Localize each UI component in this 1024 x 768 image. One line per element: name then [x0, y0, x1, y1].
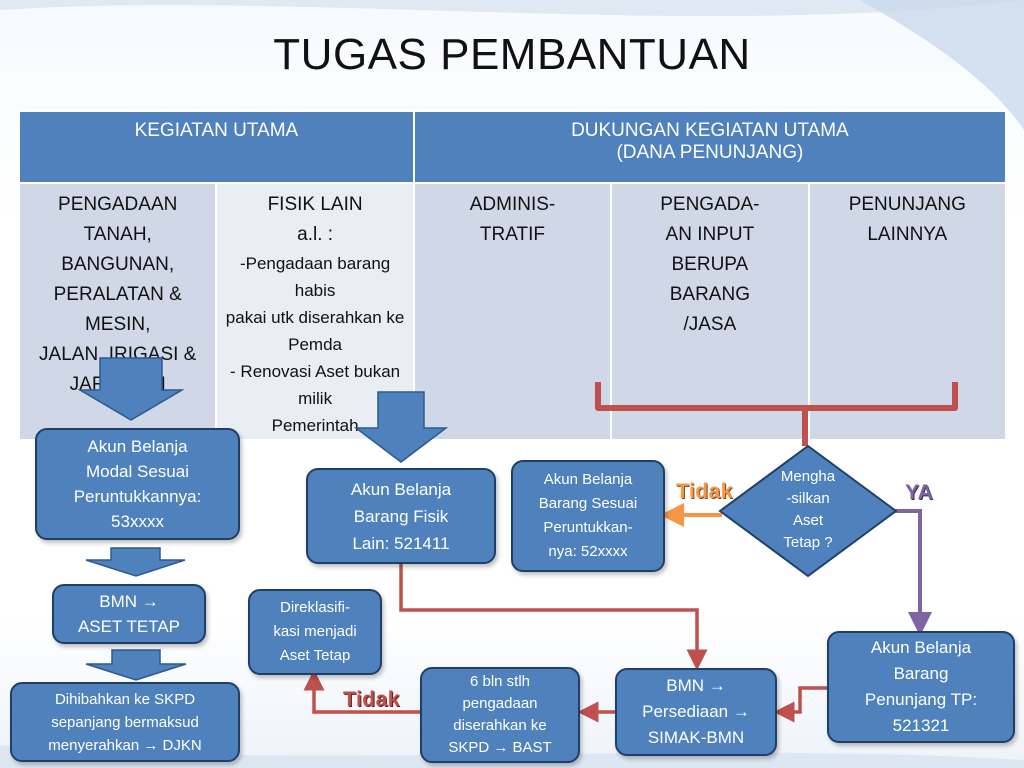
- slide-title: TUGAS PEMBANTUAN: [273, 30, 751, 79]
- box-akun-belanja-barang: Akun Belanja Barang Sesuai Peruntukkan- …: [511, 460, 665, 572]
- box-enam-bulan: 6 bln stlh pengadaan diserahkan ke SKPD …: [420, 667, 580, 763]
- cell-pengadaan-tanah: PENGADAAN TANAH, BANGUNAN, PERALATAN & M…: [17, 182, 218, 441]
- label-tidak-bottom: Tidak: [343, 688, 400, 711]
- box-akun-belanja-fisik: Akun Belanja Barang Fisik Lain: 521411: [306, 468, 496, 564]
- header-kegiatan-utama: KEGIATAN UTAMA: [18, 110, 415, 184]
- box-bmn-aset-tetap: BMN → ASET TETAP: [52, 584, 206, 644]
- arrow-penunjang-persediaan: [773, 686, 828, 723]
- cell-penunjang-lainnya: PENUNJANG LAINNYA: [807, 182, 1008, 441]
- label-tidak-top: Tidak: [676, 480, 733, 503]
- decision-label: Mengha -silkan Aset Tetap ?: [780, 468, 836, 551]
- cell-pengadaan-input: PENGADA- AN INPUT BERUPA BARANG /JASA: [610, 182, 810, 441]
- fisik-lain-title: FISIK LAIN: [267, 194, 363, 215]
- header-dukungan-line1: DUKUNGAN KEGIATAN UTAMA: [571, 120, 849, 141]
- box-akun-belanja-penunjang: Akun Belanja Barang Penunjang TP: 521321: [827, 631, 1015, 743]
- support-bracket: [595, 382, 958, 446]
- down-arrow-fisik: [353, 391, 449, 463]
- fisik-lain-detail: -Pengadaan barang habis pakai utk disera…: [225, 254, 405, 435]
- cell-administratif: ADMINIS- TRATIF: [412, 182, 613, 441]
- arrow-6bln-reklas: [303, 669, 420, 714]
- box-direklasifikasi: Direklasifi- kasi menjadi Aset Tetap: [248, 589, 382, 675]
- activity-table: KEGIATAN UTAMA DUKUNGAN KEGIATAN UTAMA (…: [17, 110, 1008, 441]
- header-dukungan-line2: (DANA PENUNJANG): [616, 142, 804, 163]
- down-arrow-modal: [77, 357, 185, 421]
- arrow-ya-purple: [893, 509, 932, 636]
- decision-diamond: [718, 444, 898, 578]
- header-dukungan: DUKUNGAN KEGIATAN UTAMA (DANA PENUNJANG): [412, 110, 1008, 184]
- box-akun-belanja-modal: Akun Belanja Modal Sesuai Peruntukkannya…: [35, 428, 240, 540]
- label-ya: YA: [905, 481, 934, 504]
- box-dihibahkan: Dihibahkan ke SKPD sepanjang bermaksud m…: [10, 682, 240, 762]
- down-arrow-hibah: [85, 649, 187, 681]
- down-arrow-bmn: [85, 547, 186, 577]
- fisik-lain-al: a.l. :: [297, 224, 334, 245]
- box-bmn-persediaan: BMN → Persediaan → SIMAK-BMN: [615, 668, 777, 756]
- arrow-fisik-persediaan: [399, 564, 708, 671]
